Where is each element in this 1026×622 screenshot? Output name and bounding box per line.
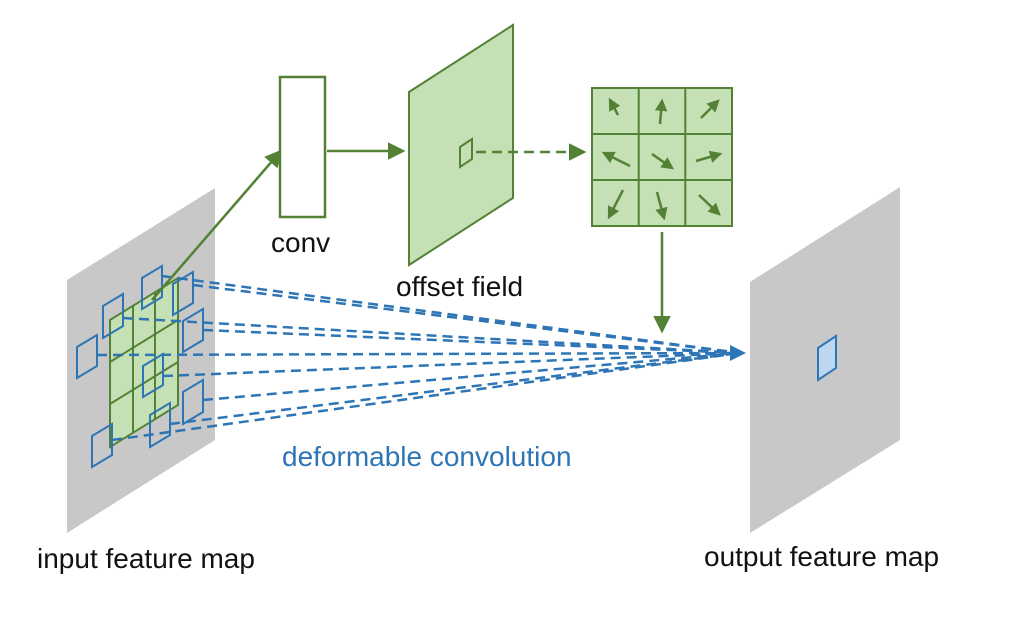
deformable-convolution-label: deformable convolution xyxy=(282,441,572,472)
sampling-box xyxy=(149,401,171,449)
offset-arrows xyxy=(601,97,723,221)
output-arrow-head xyxy=(730,345,746,361)
input-to-conv-arrow xyxy=(151,149,283,301)
sampling-box xyxy=(91,422,113,469)
arrow-right-icon xyxy=(695,150,723,163)
offset-field-point xyxy=(459,137,473,169)
arrow-down-icon xyxy=(655,191,668,221)
arrow-down-left-icon xyxy=(607,189,625,220)
offset-field-plane xyxy=(408,23,514,267)
arrow-down-right-icon xyxy=(651,152,675,170)
input-feature-map-label: input feature map xyxy=(37,543,255,574)
sampling-box xyxy=(182,307,204,354)
output-point xyxy=(817,334,837,382)
sampling-box xyxy=(172,270,194,317)
sampling-box xyxy=(142,352,164,399)
deformed-sampling-points xyxy=(76,264,204,469)
arrow-down-right-icon xyxy=(698,194,721,216)
output-feature-map-label: output feature map xyxy=(704,541,939,572)
conv-label: conv xyxy=(271,227,330,258)
sampling-box xyxy=(76,333,98,380)
sampling-box xyxy=(102,292,124,340)
deformable-convolution-lines xyxy=(96,274,741,442)
arrow-up-right-icon xyxy=(700,99,720,119)
conv-box xyxy=(278,75,327,219)
arrow-up-left-icon xyxy=(608,97,621,116)
arrow-left-up-icon xyxy=(601,151,631,168)
sampling-box xyxy=(182,378,204,426)
sampling-box xyxy=(141,264,163,311)
offset-field-label: offset field xyxy=(396,271,523,302)
arrow-up-icon xyxy=(654,98,668,125)
